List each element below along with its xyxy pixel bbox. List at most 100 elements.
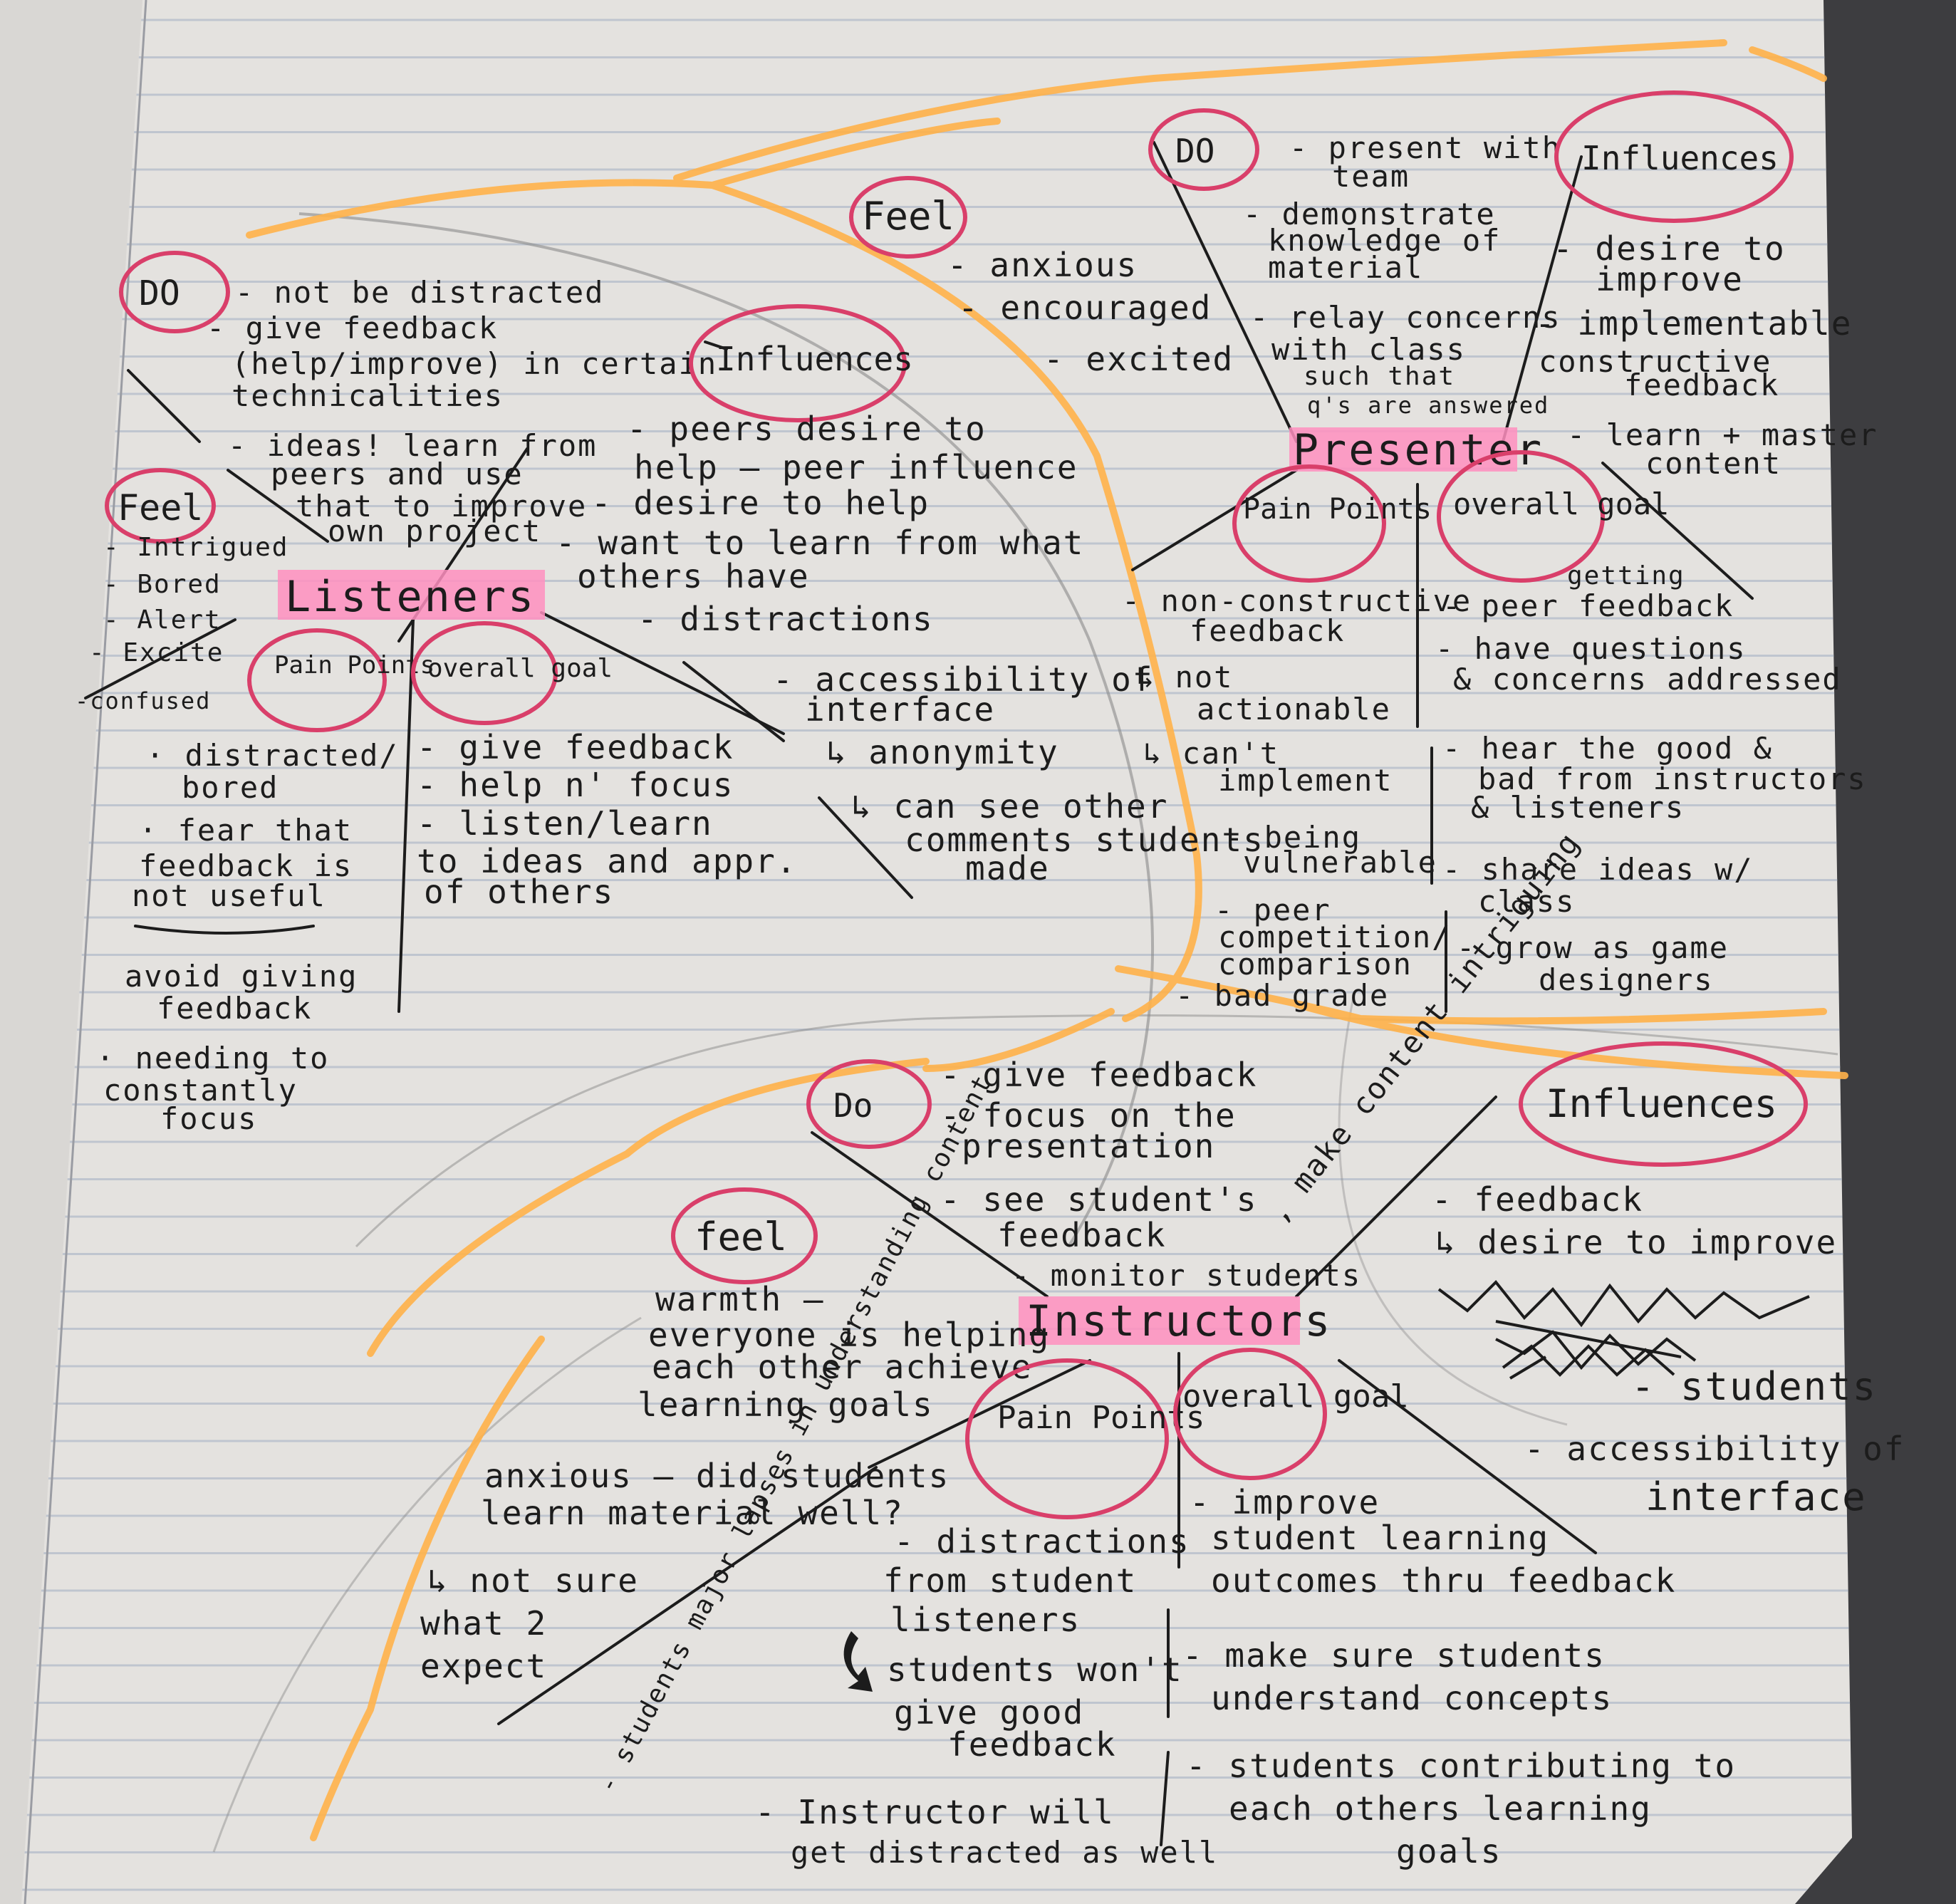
instructors-do-list: - give feedback - focus on the presentat… [940, 1056, 1360, 1293]
list-item: of others [424, 873, 614, 911]
list-item: - learn + master [1567, 417, 1878, 452]
list-item: ↳ not [1136, 660, 1233, 695]
instructors-do-circle [806, 1059, 932, 1149]
instructors-influences-label: Influences [1546, 1081, 1777, 1126]
list-item: feedback [997, 1216, 1167, 1254]
list-item: (help/improve) in certain [232, 346, 717, 381]
listeners-feel-circle [105, 468, 216, 543]
list-item: ↳ desire to improve [1435, 1223, 1837, 1261]
list-item: - want to learn from what [556, 524, 1084, 562]
list-item: feedback is [139, 848, 353, 883]
list-item: learn material well? [481, 1494, 904, 1532]
list-item: - distractions [894, 1522, 1190, 1561]
list-item: - relay concerns [1250, 300, 1561, 335]
list-item: & concerns addressed [1453, 662, 1842, 697]
list-item: each other achieve [652, 1348, 1033, 1386]
list-item: - Alert [103, 605, 222, 635]
listeners-pain-circle [247, 628, 387, 732]
list-item: that to improve [296, 489, 587, 524]
instructors-hub: Instructors [1026, 1296, 1332, 1346]
listeners-extra-list: - distractions - accessibility of interf… [638, 600, 1264, 888]
listeners-pain-label: Pain Points [274, 651, 435, 680]
presenter-goal-label: overall goal [1453, 487, 1669, 521]
list-item: everyone is helping [648, 1316, 1050, 1354]
list-item: interface [805, 690, 995, 729]
instructors-goal-list: - improve student learning outcomes thru… [1182, 1483, 1734, 1871]
scribble-out [1437, 1280, 1810, 1380]
list-item: technicalities [232, 378, 504, 413]
list-item: - desire to [1553, 229, 1786, 268]
list-item: bored [182, 770, 279, 805]
instructors-do-label: Do [833, 1086, 873, 1125]
list-item: warmth — [655, 1280, 825, 1318]
presenter-influences-list: - desire to improve - implementable cons… [1535, 229, 1878, 481]
list-item: - anxious [947, 246, 1138, 284]
arrow-icon [843, 1631, 873, 1692]
instructors-hub-highlight [1019, 1296, 1300, 1345]
listeners-pain-list: · distracted/ bored · fear that feedback… [96, 738, 399, 1136]
list-item: vulnerable [1243, 845, 1437, 880]
presenter-pain-label: Pain Points [1243, 493, 1432, 526]
list-item: -confused [75, 687, 211, 714]
list-item: feedback [947, 1725, 1117, 1764]
list-item: - make sure students [1182, 1636, 1606, 1675]
list-item: interface [1645, 1474, 1867, 1519]
list-item: - hear the good & [1442, 731, 1773, 766]
list-item: peers and use [271, 457, 524, 491]
list-item: material [1268, 250, 1423, 285]
instructors-pain-list: - distractions from student listeners st… [755, 1522, 1218, 1870]
instructors-pain-circle [965, 1358, 1169, 1519]
list-item: give good [894, 1693, 1084, 1732]
list-item: listeners [890, 1601, 1081, 1639]
listeners-influences-label: Influences [716, 340, 913, 378]
list-item: - peer [1214, 893, 1331, 927]
list-item: - share ideas w/ [1442, 852, 1754, 887]
list-item: - have questions [1435, 631, 1747, 666]
list-item: team [1332, 159, 1410, 194]
instructors-feel-list: warmth — everyone is helping each other … [420, 1280, 1050, 1685]
list-item: - help n' focus [417, 766, 734, 804]
listeners-influences-circle [689, 304, 907, 422]
list-item: comparison [1218, 947, 1413, 982]
list-item: knowledge of [1268, 223, 1501, 258]
list-item: feedback [1624, 368, 1779, 402]
list-item: understand concepts [1211, 1679, 1613, 1717]
list-item: - accessibility of [1524, 1430, 1905, 1468]
list-item: improve [1596, 260, 1744, 298]
list-item: learning goals [638, 1385, 934, 1424]
presenter-hub-highlight [1289, 427, 1517, 472]
list-item: - Instructor will [755, 1793, 1115, 1831]
list-item: constantly [103, 1073, 298, 1108]
listeners-do-circle [119, 251, 230, 333]
listeners-feel-list: - Intrigued - Bored - Alert - Excite -co… [75, 533, 288, 714]
list-item: ↳ not sure [427, 1561, 639, 1600]
list-item: feedback [157, 991, 312, 1026]
presenter-do-list: - present with team - demonstrate knowle… [1243, 130, 1561, 419]
list-item: - peer feedback [1442, 588, 1734, 623]
list-item: - Intrigued [103, 533, 288, 562]
list-item: - not be distracted [235, 275, 604, 310]
list-item: actionable [1197, 692, 1391, 727]
list-item: get distracted as well [791, 1835, 1218, 1870]
instructors-pain-label: Pain Points [997, 1400, 1205, 1436]
list-item: - bad grade [1175, 978, 1389, 1013]
list-item: - desire to help [591, 484, 930, 522]
list-item: with class [1271, 332, 1466, 367]
list-item: what 2 [420, 1604, 547, 1643]
instructors-goal-label: overall goal [1182, 1378, 1409, 1415]
list-item: student learning [1211, 1519, 1549, 1557]
list-item: - being [1225, 820, 1361, 855]
list-item: ↳ can see other [851, 787, 1168, 826]
list-item: - improve [1190, 1483, 1380, 1521]
list-item: comments students [905, 821, 1264, 859]
list-item: made [965, 849, 1050, 888]
orange-highlighter-strokes [246, 39, 1848, 1841]
list-item: outcomes thru feedback [1211, 1561, 1676, 1600]
list-item: help — peer influence [634, 448, 1078, 487]
listeners-goal-list: - give feedback - help n' focus - listen… [417, 728, 796, 911]
list-item: · needing to [96, 1041, 329, 1076]
list-item: - feedback [1432, 1180, 1643, 1219]
list-item: constructive [1539, 344, 1772, 379]
list-item: · distracted/ [146, 738, 399, 773]
presenter-hub: Presenter [1293, 425, 1544, 475]
